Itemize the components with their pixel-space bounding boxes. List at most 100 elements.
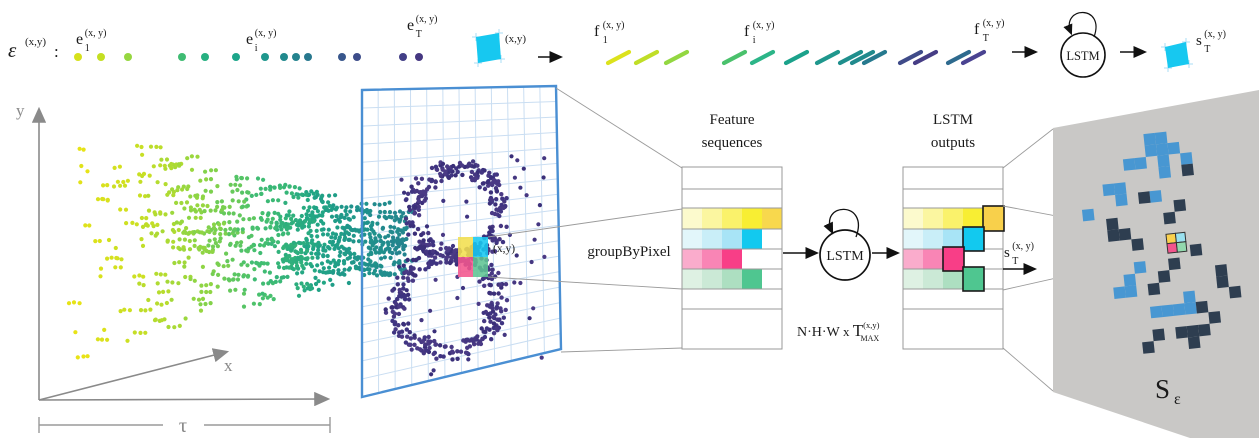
event-dot	[386, 233, 391, 238]
event-dot	[215, 244, 220, 249]
event-dot	[497, 237, 502, 242]
event-dot	[270, 198, 275, 203]
grid-line-v	[523, 86, 529, 358]
grid-line-v	[410, 88, 413, 386]
event-dot	[514, 253, 519, 258]
event-dot	[155, 231, 160, 236]
event-dot	[170, 210, 175, 215]
feature-dash	[749, 49, 776, 66]
event-dot	[499, 321, 505, 326]
event-dot	[521, 166, 526, 171]
feature-label-1-sup: (x, y)	[753, 20, 775, 31]
event-dot	[401, 275, 406, 280]
feature-dash	[897, 49, 924, 66]
event-dot	[478, 341, 484, 347]
event-sample-dot	[353, 53, 361, 61]
event-dot	[432, 255, 438, 260]
event-dot	[252, 248, 257, 253]
event-dot	[298, 257, 303, 263]
event-dot	[73, 330, 78, 335]
sequence-cell	[742, 229, 762, 249]
event-dot	[351, 233, 356, 238]
event-sample-dot	[304, 53, 312, 61]
pixel-cluster-cell	[473, 237, 488, 257]
event-dot	[284, 190, 289, 195]
grid-line-v	[539, 86, 545, 354]
event-dot	[439, 178, 444, 184]
event-dot	[368, 208, 373, 214]
event-dot	[501, 315, 506, 320]
event-dot	[373, 250, 379, 255]
fan-line	[1002, 128, 1054, 169]
event-dot	[475, 334, 480, 339]
event-dot	[187, 247, 193, 252]
event-dot	[146, 208, 152, 213]
fan-line	[560, 347, 683, 353]
event-dot	[494, 189, 500, 194]
event-dot	[179, 200, 184, 206]
event-dot	[440, 253, 445, 259]
event-dot	[287, 259, 292, 264]
event-dot	[228, 182, 233, 187]
event-dot	[392, 218, 397, 223]
event-dot	[417, 239, 422, 244]
event-dot	[346, 224, 352, 229]
event-dot	[531, 306, 536, 311]
event-dot	[402, 306, 407, 311]
event-dot	[382, 214, 387, 219]
event-dot	[410, 278, 416, 283]
event-dot	[165, 279, 170, 284]
event-dot	[311, 246, 316, 252]
event-dot	[159, 157, 164, 162]
event-dot	[368, 259, 373, 264]
event-dot	[453, 258, 459, 264]
event-dot	[113, 245, 118, 251]
event-dot	[395, 282, 400, 287]
event-dot	[314, 242, 319, 247]
event-dot	[202, 209, 207, 214]
event-dot	[471, 164, 477, 169]
event-dot	[466, 162, 471, 167]
sequence-cell	[923, 269, 943, 289]
event-dot	[188, 276, 193, 282]
event-dot	[539, 355, 544, 360]
event-dot	[112, 165, 117, 170]
event-dot	[98, 266, 104, 271]
event-dot	[346, 280, 351, 286]
event-dot	[368, 212, 373, 218]
event-dot	[408, 336, 413, 341]
feature-sequences-title-line2: sequences	[702, 135, 763, 151]
event-dot	[130, 220, 135, 225]
event-dot	[281, 265, 287, 271]
grid-line-h	[361, 147, 558, 163]
event-dot	[407, 204, 412, 210]
event-dot	[469, 169, 475, 175]
feature-dash	[783, 49, 810, 66]
event-dot	[297, 218, 303, 223]
event-dot	[402, 243, 408, 248]
event-dot	[221, 264, 226, 269]
event-dot	[329, 235, 334, 240]
event-dot	[265, 217, 270, 222]
event-dot	[342, 272, 347, 277]
event-dot	[230, 198, 235, 203]
event-dot	[182, 206, 187, 211]
event-dot	[433, 185, 438, 190]
event-dot	[208, 289, 213, 295]
event-sample-dot	[399, 53, 407, 61]
event-dot	[268, 279, 273, 284]
pixel-patch-label: (x,y)	[505, 33, 526, 45]
event-dot	[434, 356, 439, 361]
event-dot	[411, 257, 416, 263]
event-dot	[307, 221, 312, 226]
event-dot	[335, 225, 340, 230]
event-dot	[295, 255, 300, 260]
event-dot	[342, 267, 347, 272]
event-dot	[300, 220, 305, 225]
event-dot	[344, 212, 349, 217]
event-dot	[338, 272, 343, 277]
event-dot	[285, 274, 290, 279]
sequence-cell	[903, 208, 923, 229]
